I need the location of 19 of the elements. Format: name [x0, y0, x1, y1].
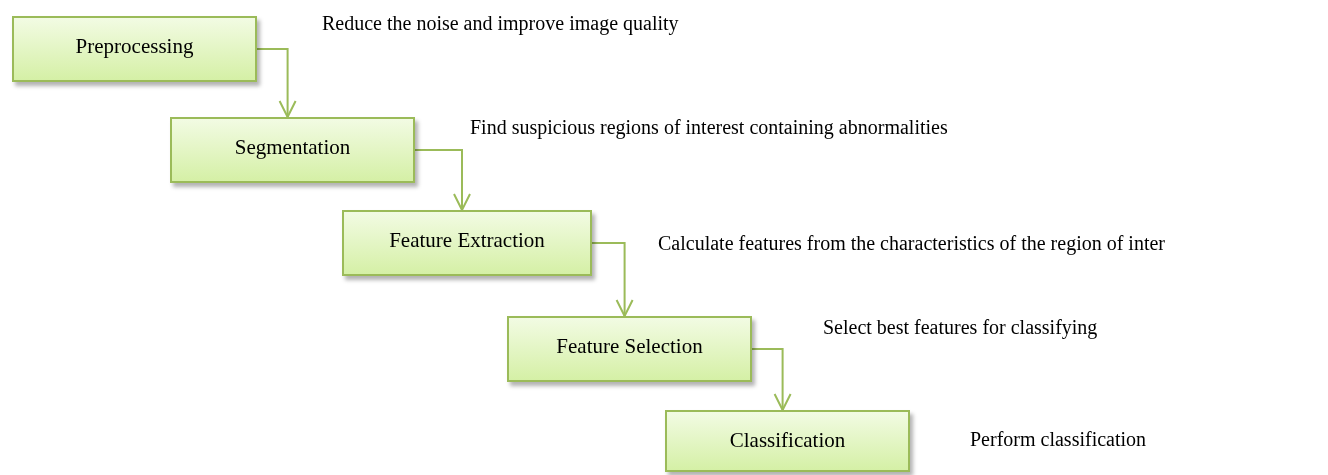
step-description: Find suspicious regions of interest containing abnormalities [470, 116, 948, 139]
arrow [591, 242, 634, 317]
step-description: Calculate features from the characteristics of the region of inter [658, 232, 1165, 255]
process-box [170, 117, 415, 183]
step-label: Feature Extraction [389, 228, 545, 253]
arrow [256, 48, 297, 118]
step-description: Reduce the noise and improve image quality [322, 12, 679, 35]
step-description: Perform classification [970, 428, 1147, 451]
step-label: Feature Selection [556, 334, 703, 359]
process-box [12, 16, 257, 82]
arrow [414, 149, 471, 211]
process-box [507, 316, 752, 382]
arrow [751, 348, 792, 411]
step-label: Segmentation [234, 135, 351, 160]
process-box [665, 410, 910, 472]
process-box [342, 210, 592, 276]
step-description: Select best features for classifying [823, 316, 1098, 339]
step-label: Preprocessing [75, 34, 194, 59]
step-label: Classification [729, 428, 846, 453]
